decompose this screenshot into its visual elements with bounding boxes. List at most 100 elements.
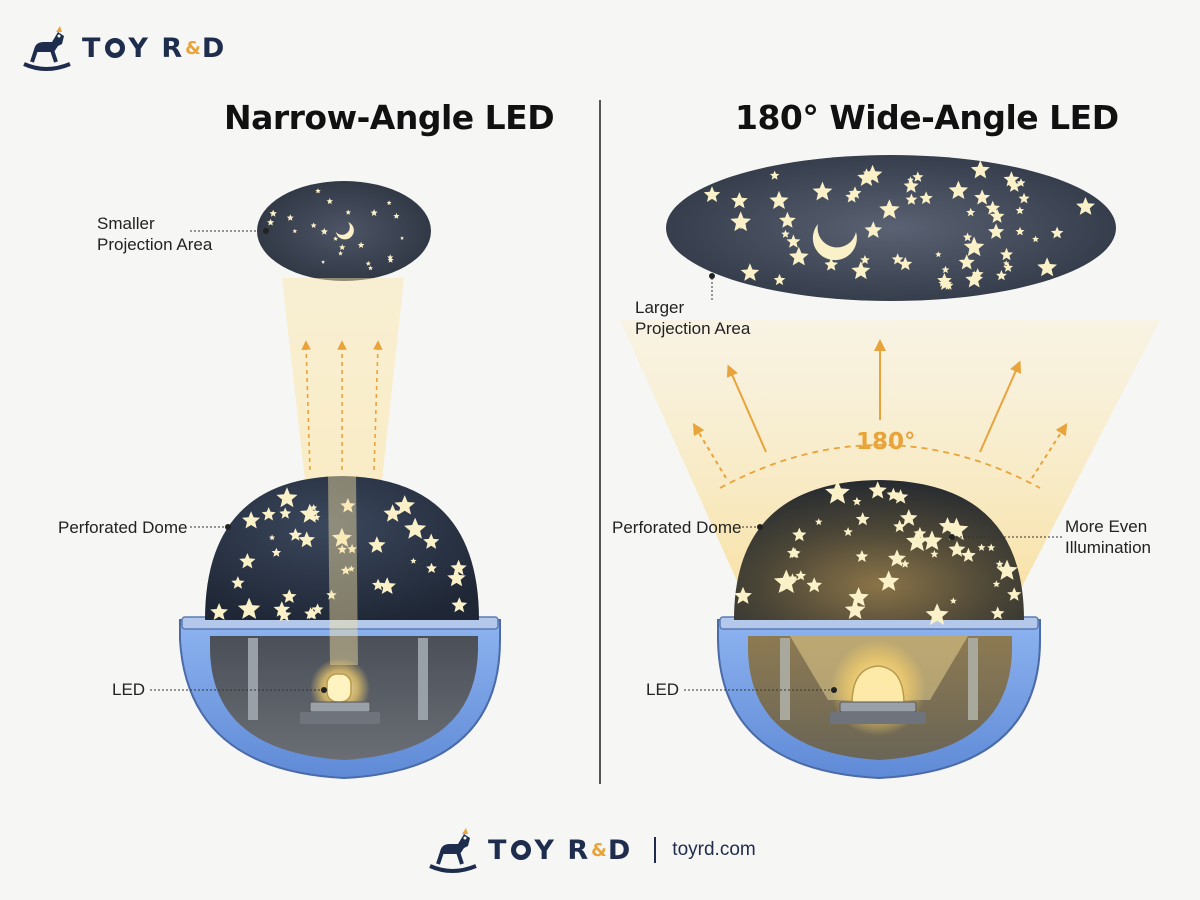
- star-icon: [447, 568, 466, 587]
- star-icon: [368, 265, 373, 271]
- star-icon: [288, 528, 303, 541]
- star-icon: [935, 251, 942, 258]
- star-icon: [1037, 257, 1057, 277]
- star-icon: [337, 544, 347, 554]
- star-icon: [365, 260, 371, 266]
- star-icon: [988, 223, 1005, 239]
- star-icon: [855, 512, 870, 526]
- star-icon: [985, 200, 1000, 215]
- star-icon: [921, 530, 943, 550]
- star-icon: [269, 534, 276, 541]
- star-icon: [912, 171, 924, 182]
- star-icon: [987, 543, 996, 552]
- star-icon: [310, 222, 317, 228]
- star-icon: [900, 509, 918, 526]
- star-icon: [905, 193, 918, 205]
- star-icon: [888, 549, 906, 567]
- star-icon: [1015, 226, 1025, 236]
- star-icon: [279, 507, 292, 519]
- star-icon: [937, 273, 952, 287]
- star-icon: [239, 553, 256, 569]
- right-illumination-label: More Even Illumination: [1065, 516, 1151, 558]
- star-icon: [787, 546, 800, 559]
- star-icon: [769, 190, 789, 209]
- brand-amp: &: [591, 839, 607, 861]
- star-icon: [1018, 192, 1030, 204]
- star-icon: [394, 495, 415, 515]
- star-icon: [995, 560, 1004, 568]
- brand-logo-top[interactable]: T Y R & D: [18, 24, 226, 72]
- brand-logo-bottom[interactable]: T Y R & D toyrd.com: [424, 826, 756, 874]
- star-icon: [1003, 262, 1014, 272]
- arrow-icon: [726, 364, 767, 453]
- star-icon: [779, 211, 796, 228]
- star-icon: [269, 209, 277, 217]
- star-icon: [948, 180, 969, 199]
- star-icon: [340, 498, 356, 513]
- right-projection-stars: [703, 160, 1095, 290]
- star-icon: [1015, 206, 1025, 215]
- star-icon: [868, 481, 887, 499]
- brand-text-3: D: [201, 32, 227, 64]
- star-icon: [1007, 587, 1022, 601]
- star-icon: [769, 170, 780, 180]
- star-icon: [267, 218, 275, 226]
- right-led-label: LED: [646, 680, 680, 699]
- star-icon: [292, 228, 298, 234]
- brand-text-1: T: [82, 32, 103, 64]
- star-icon: [237, 597, 261, 619]
- star-icon: [806, 577, 823, 593]
- star-icon: [410, 557, 417, 564]
- right-led: [851, 665, 905, 705]
- star-icon: [990, 606, 1005, 620]
- star-icon: [974, 189, 991, 205]
- star-icon: [383, 504, 402, 522]
- star-icon: [372, 578, 385, 591]
- left-projection-label-line2: Projection Area: [97, 235, 213, 254]
- star-icon: [423, 533, 440, 549]
- star-icon: [426, 562, 437, 573]
- panel-divider: [599, 100, 601, 784]
- star-icon: [387, 254, 394, 261]
- star-icon: [966, 207, 976, 217]
- star-icon: [210, 603, 228, 620]
- right-illumination-label-line1: More Even: [1065, 517, 1148, 536]
- star-icon: [345, 209, 351, 215]
- arrow-icon: [979, 360, 1022, 453]
- brand-text-2: Y R: [128, 32, 185, 64]
- star-icon: [857, 168, 876, 186]
- website-link[interactable]: toyrd.com: [672, 839, 756, 860]
- star-icon: [893, 489, 909, 504]
- star-icon: [824, 257, 838, 271]
- gear-o-icon: [511, 840, 532, 860]
- star-icon: [773, 273, 786, 286]
- left-projection-area: [257, 181, 431, 281]
- star-icon: [825, 480, 850, 504]
- star-icon: [815, 518, 823, 526]
- star-icon: [261, 507, 276, 521]
- star-icon: [864, 221, 882, 238]
- brand-amp: &: [185, 37, 201, 59]
- star-icon: [282, 589, 297, 603]
- star-icon: [387, 256, 394, 263]
- star-icon: [848, 587, 869, 607]
- angle-label: 180°: [856, 429, 916, 455]
- star-icon: [368, 536, 386, 553]
- star-icon: [852, 496, 862, 506]
- arrow-icon: [692, 422, 727, 479]
- star-icon: [298, 531, 315, 548]
- star-icon: [231, 576, 245, 589]
- star-icon: [919, 191, 933, 205]
- rocking-horse-icon: [429, 828, 477, 873]
- star-icon: [357, 241, 365, 248]
- right-dome-label: Perforated Dome: [612, 518, 742, 537]
- star-icon: [304, 607, 318, 620]
- left-projection-label: Smaller Projection Area: [97, 213, 212, 255]
- star-icon: [326, 198, 333, 205]
- star-icon: [338, 250, 343, 256]
- star-icon: [326, 589, 337, 600]
- star-icon: [1050, 226, 1064, 239]
- star-icon: [965, 270, 984, 288]
- right-panel-title: 180° Wide-Angle LED: [735, 98, 1119, 137]
- star-icon: [276, 607, 292, 622]
